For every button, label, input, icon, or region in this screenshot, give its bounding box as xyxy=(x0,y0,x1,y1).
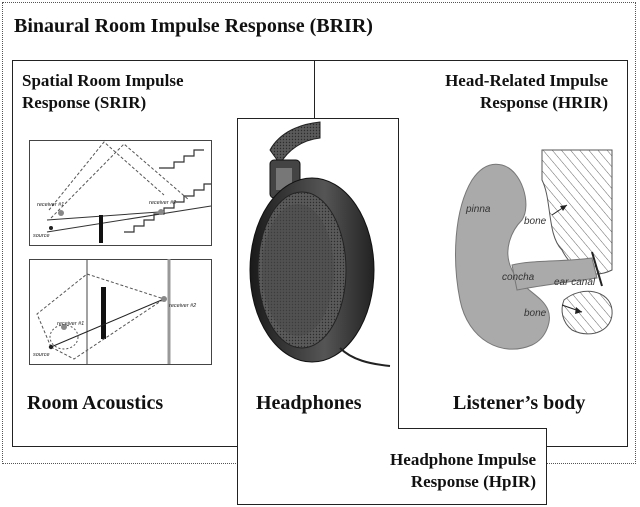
concha-label: concha xyxy=(502,272,535,283)
source-label-bottom: source xyxy=(33,352,50,358)
bone-label-top: bone xyxy=(524,216,547,227)
pinna-label: pinna xyxy=(465,204,491,215)
bone-label-bottom: bone xyxy=(524,308,547,319)
hrir-label: Head-Related Impulse Response (HRIR) xyxy=(398,70,608,114)
ear-canal-label: ear canal xyxy=(554,277,596,288)
receiver2-label-top: receiver #2 xyxy=(149,200,176,206)
hpir-label: Headphone Impulse Response (HpIR) xyxy=(330,449,536,493)
receiver2-label-bottom: receiver #2 xyxy=(169,303,196,309)
headphones-caption: Headphones xyxy=(256,392,362,414)
srir-label-line2: Response (SRIR) xyxy=(22,93,147,112)
source-label-top: source xyxy=(33,233,50,239)
hpir-frame-lower xyxy=(237,428,547,505)
hpir-frame-step xyxy=(398,428,547,429)
hrir-label-line1: Head-Related Impulse xyxy=(445,71,608,90)
receiver1-label-bottom: receiver #1 xyxy=(57,321,84,327)
hpir-frame-join xyxy=(238,427,398,430)
room-acoustics-caption: Room Acoustics xyxy=(27,392,164,414)
brir-title: Binaural Room Impulse Response (BRIR) xyxy=(14,15,373,37)
room-section-diagram: receiver #1 receiver #2 source xyxy=(29,140,212,246)
receiver1-label-top: receiver #1 xyxy=(37,202,64,208)
hrir-label-line2: Response (HRIR) xyxy=(480,93,608,112)
listener-body-caption: Listener’s body xyxy=(453,392,586,414)
srir-label-line1: Spatial Room Impulse xyxy=(22,71,184,90)
hpir-label-line2: Response (HpIR) xyxy=(410,472,536,491)
headphone-image xyxy=(249,121,391,367)
hpir-label-line1: Headphone Impulse xyxy=(390,450,536,469)
ear-anatomy-image: pinna bone concha ear canal bone xyxy=(455,149,613,350)
srir-label: Spatial Room Impulse Response (SRIR) xyxy=(22,70,242,114)
srir-hrir-divider xyxy=(314,60,315,118)
room-plan-diagram: receiver #1 receiver #2 source xyxy=(29,259,212,365)
